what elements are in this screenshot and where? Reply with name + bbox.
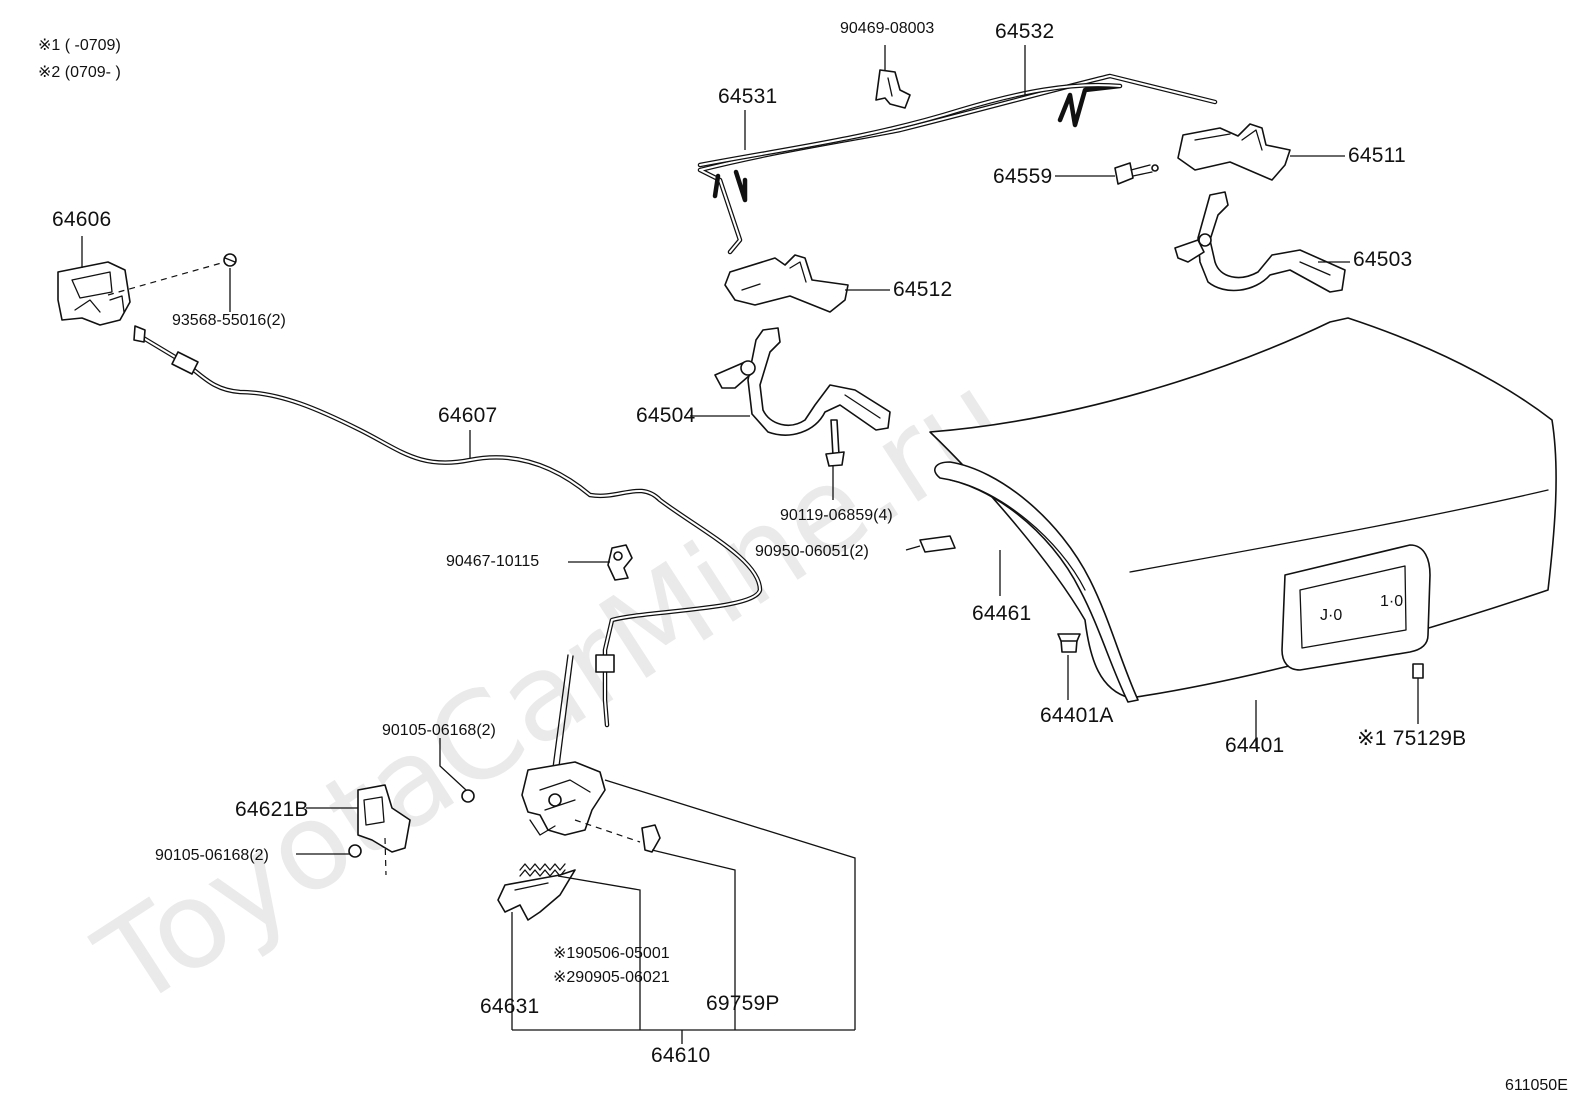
label-90506-05001: ※190506-05001: [553, 945, 670, 962]
label-69759P: 69759P: [706, 992, 780, 1015]
label-90105-06168-a: 90105-06168(2): [382, 722, 496, 739]
clip-90467-part: [607, 544, 633, 581]
label-64532: 64532: [995, 20, 1054, 43]
label-64607: 64607: [438, 404, 497, 427]
label-64512: 64512: [893, 278, 952, 301]
clip-90469-part: [875, 69, 911, 109]
label-75129B: ※1 75129B: [1357, 727, 1466, 750]
bolt-90119-part: [825, 419, 845, 467]
label-90105-06168-b: 90105-06168(2): [155, 847, 269, 864]
clip-64401A-part: [1057, 633, 1081, 653]
label-64461: 64461: [972, 602, 1031, 625]
lock-assembly-part: [521, 654, 641, 843]
label-64606: 64606: [52, 208, 111, 231]
weatherstrip-part: [934, 461, 1139, 703]
pad-90950-part: [919, 535, 956, 553]
label-90119-06859: 90119-06859(4): [780, 507, 893, 524]
leader-lines: [81, 45, 1419, 1044]
screw-90105-a-part: [461, 789, 475, 803]
bolt-64559-part: [1114, 162, 1159, 185]
label-64503: 64503: [1353, 248, 1412, 271]
figure-id: 611050E: [1505, 1077, 1568, 1094]
bracket-64512-part: [724, 254, 849, 313]
label-90950-06051: 90950-06051(2): [755, 543, 869, 560]
label-64401: 64401: [1225, 734, 1284, 757]
lid-keyhole-2: 1·0: [1380, 593, 1403, 610]
leader-dash-93568: [107, 261, 226, 296]
note-1: ※1 ( -0709): [38, 37, 121, 54]
label-93568-55016: 93568-55016(2): [172, 312, 286, 329]
clip-69759P-part: [641, 824, 661, 853]
label-64504: 64504: [636, 404, 696, 427]
note-2: ※2 (0709- ): [38, 64, 121, 81]
striker-64621B-part: [357, 784, 411, 853]
label-64401A: 64401A: [1040, 704, 1114, 727]
label-90905-06021: ※290905-06021: [553, 969, 670, 986]
label-64511: 64511: [1348, 144, 1406, 167]
watermark: ToyotaCarMine.ru: [74, 347, 1030, 1035]
label-64610: 64610: [651, 1044, 710, 1067]
cover-64631-part: [497, 869, 576, 921]
label-90469-08003: 90469-08003: [840, 20, 934, 37]
bracket-64511-part: [1177, 123, 1291, 181]
spring-90506-part: [519, 863, 566, 877]
label-64559: 64559: [993, 165, 1052, 188]
label-64531: 64531: [718, 85, 777, 108]
hinge-64503-part: [1174, 191, 1346, 293]
label-64621B: 64621B: [235, 798, 309, 821]
torsion-bar-parts: [697, 73, 1218, 255]
release-cable-part: [133, 325, 763, 728]
lever-64606-part: [57, 261, 131, 326]
label-64631: 64631: [480, 995, 539, 1018]
part-75129B-icon: [1412, 663, 1424, 679]
label-90467-10115: 90467-10115: [446, 553, 539, 570]
lid-keyhole-1: J·0: [1320, 607, 1342, 624]
screw-90105-b-part: [348, 844, 362, 858]
hinge-64504-part: [714, 327, 891, 436]
screw-93568-part: [223, 253, 237, 267]
